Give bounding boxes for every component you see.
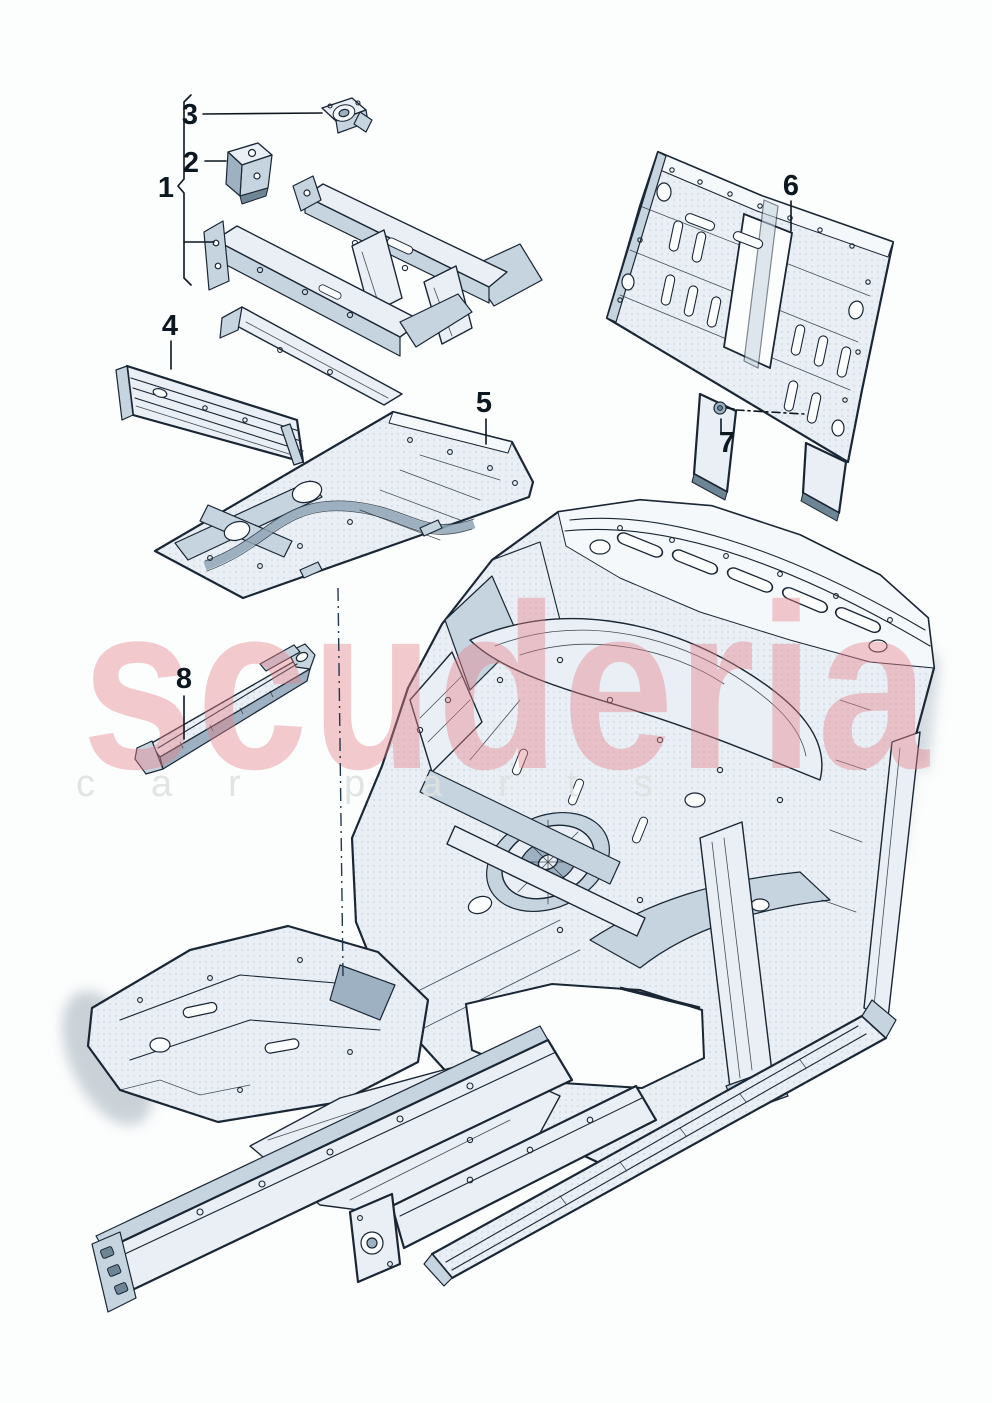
part-5-floor-panel <box>153 410 535 600</box>
part-6-bulkhead-panel <box>605 150 895 522</box>
body-shell-drawing <box>62 498 940 1313</box>
callout-3-leader <box>202 112 323 115</box>
callout-6-label: 6 <box>783 170 799 202</box>
callouts: 1 2 3 4 5 6 7 8 <box>158 94 805 977</box>
watermark: scuderia car parts <box>76 555 932 818</box>
reference-dashed-line <box>337 587 344 977</box>
callout-8-label: 8 <box>176 663 192 695</box>
part-1-crossmember-assembly <box>203 175 543 406</box>
watermark-title: scuderia <box>82 555 932 818</box>
part-4-cowl-panel <box>115 364 305 466</box>
part-7-bolt <box>713 401 735 415</box>
part-8-sill-member <box>134 643 316 775</box>
callout-2-label: 2 <box>183 147 199 179</box>
callout-4-label: 4 <box>162 310 178 342</box>
callout-5-label: 5 <box>476 387 492 419</box>
callout-7-dash-leader <box>735 409 805 415</box>
watermark-subtitle-car: car <box>76 763 297 805</box>
callout-1-label: 1 <box>158 172 174 204</box>
part-2-bracket <box>225 142 273 205</box>
callout-7-label: 7 <box>719 427 735 459</box>
callout-1-bracket <box>177 94 192 286</box>
callout-3-label: 3 <box>182 99 198 131</box>
part-3-clamp-bracket <box>321 97 373 134</box>
watermark-subtitle-parts: parts <box>344 763 708 805</box>
